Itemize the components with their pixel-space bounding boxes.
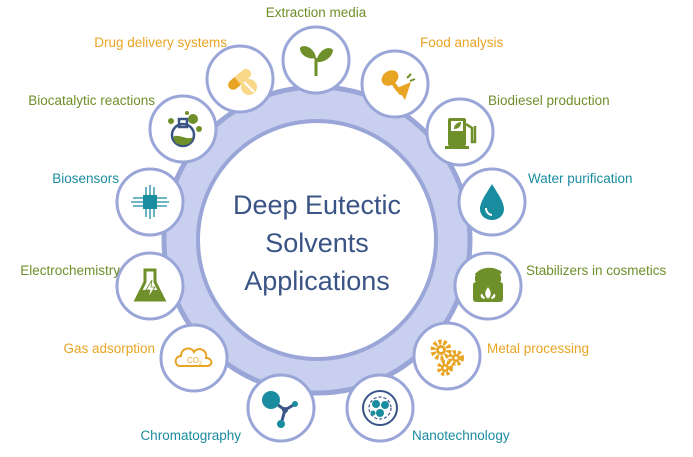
flask-bolt-icon: [133, 268, 167, 302]
application-label: Electrochemistry: [20, 263, 120, 278]
application-label: Stabilizers in cosmetics: [526, 263, 667, 278]
application-node: Electrochemistry: [20, 251, 185, 321]
flask-bubbles-icon: [168, 111, 202, 148]
icon-circle: [159, 323, 229, 393]
icon-circle: [148, 94, 218, 164]
application-label: Biocatalytic reactions: [28, 93, 155, 108]
gears-icon: [430, 339, 464, 376]
molecule-icon: [262, 391, 298, 428]
application-node: Nanotechnology: [345, 373, 510, 443]
application-node: CO 2 Gas adsorption: [63, 323, 229, 393]
application-node: Chromatography: [140, 373, 316, 443]
chip-icon: [131, 185, 169, 219]
application-label: Drug delivery systems: [94, 35, 227, 50]
center-title-line-1: Deep Eutectic: [233, 190, 401, 220]
application-node: Extraction media: [266, 5, 367, 95]
center-title-line-2: Solvents: [265, 228, 369, 258]
svg-text:CO: CO: [187, 356, 199, 365]
application-label: Extraction media: [266, 5, 367, 20]
application-label: Biosensors: [52, 171, 119, 186]
application-node: Water purification: [457, 167, 633, 237]
water-drop-icon: [480, 184, 504, 220]
fuel-pump-leaf-icon: [445, 118, 477, 149]
application-label: Metal processing: [487, 341, 589, 356]
application-label: Nanotechnology: [412, 428, 510, 443]
co2-cloud-icon: CO 2: [174, 347, 213, 367]
nanosphere-icon: [362, 390, 398, 426]
application-node: Drug delivery systems: [94, 35, 275, 114]
application-node: Biodiesel production: [425, 93, 610, 167]
application-label: Biodiesel production: [488, 93, 610, 108]
application-node: Metal processing: [412, 321, 589, 391]
cream-jar-icon: [473, 267, 503, 302]
pills-icon: [228, 68, 257, 95]
sprout-icon: [300, 46, 333, 76]
application-node: Biosensors: [52, 167, 185, 237]
svg-text:2: 2: [199, 361, 202, 367]
center-title-line-3: Applications: [244, 266, 390, 296]
inner-circle: [196, 119, 438, 361]
application-node: Biocatalytic reactions: [28, 93, 218, 164]
application-label: Food analysis: [420, 35, 504, 50]
application-node: Stabilizers in cosmetics: [453, 251, 667, 321]
application-node: Food analysis: [360, 35, 504, 119]
application-label: Gas adsorption: [63, 341, 155, 356]
icon-circle: [345, 373, 415, 443]
application-label: Chromatography: [140, 428, 241, 443]
application-label: Water purification: [528, 171, 633, 186]
chicken-leg-carrot-icon: [381, 70, 416, 100]
